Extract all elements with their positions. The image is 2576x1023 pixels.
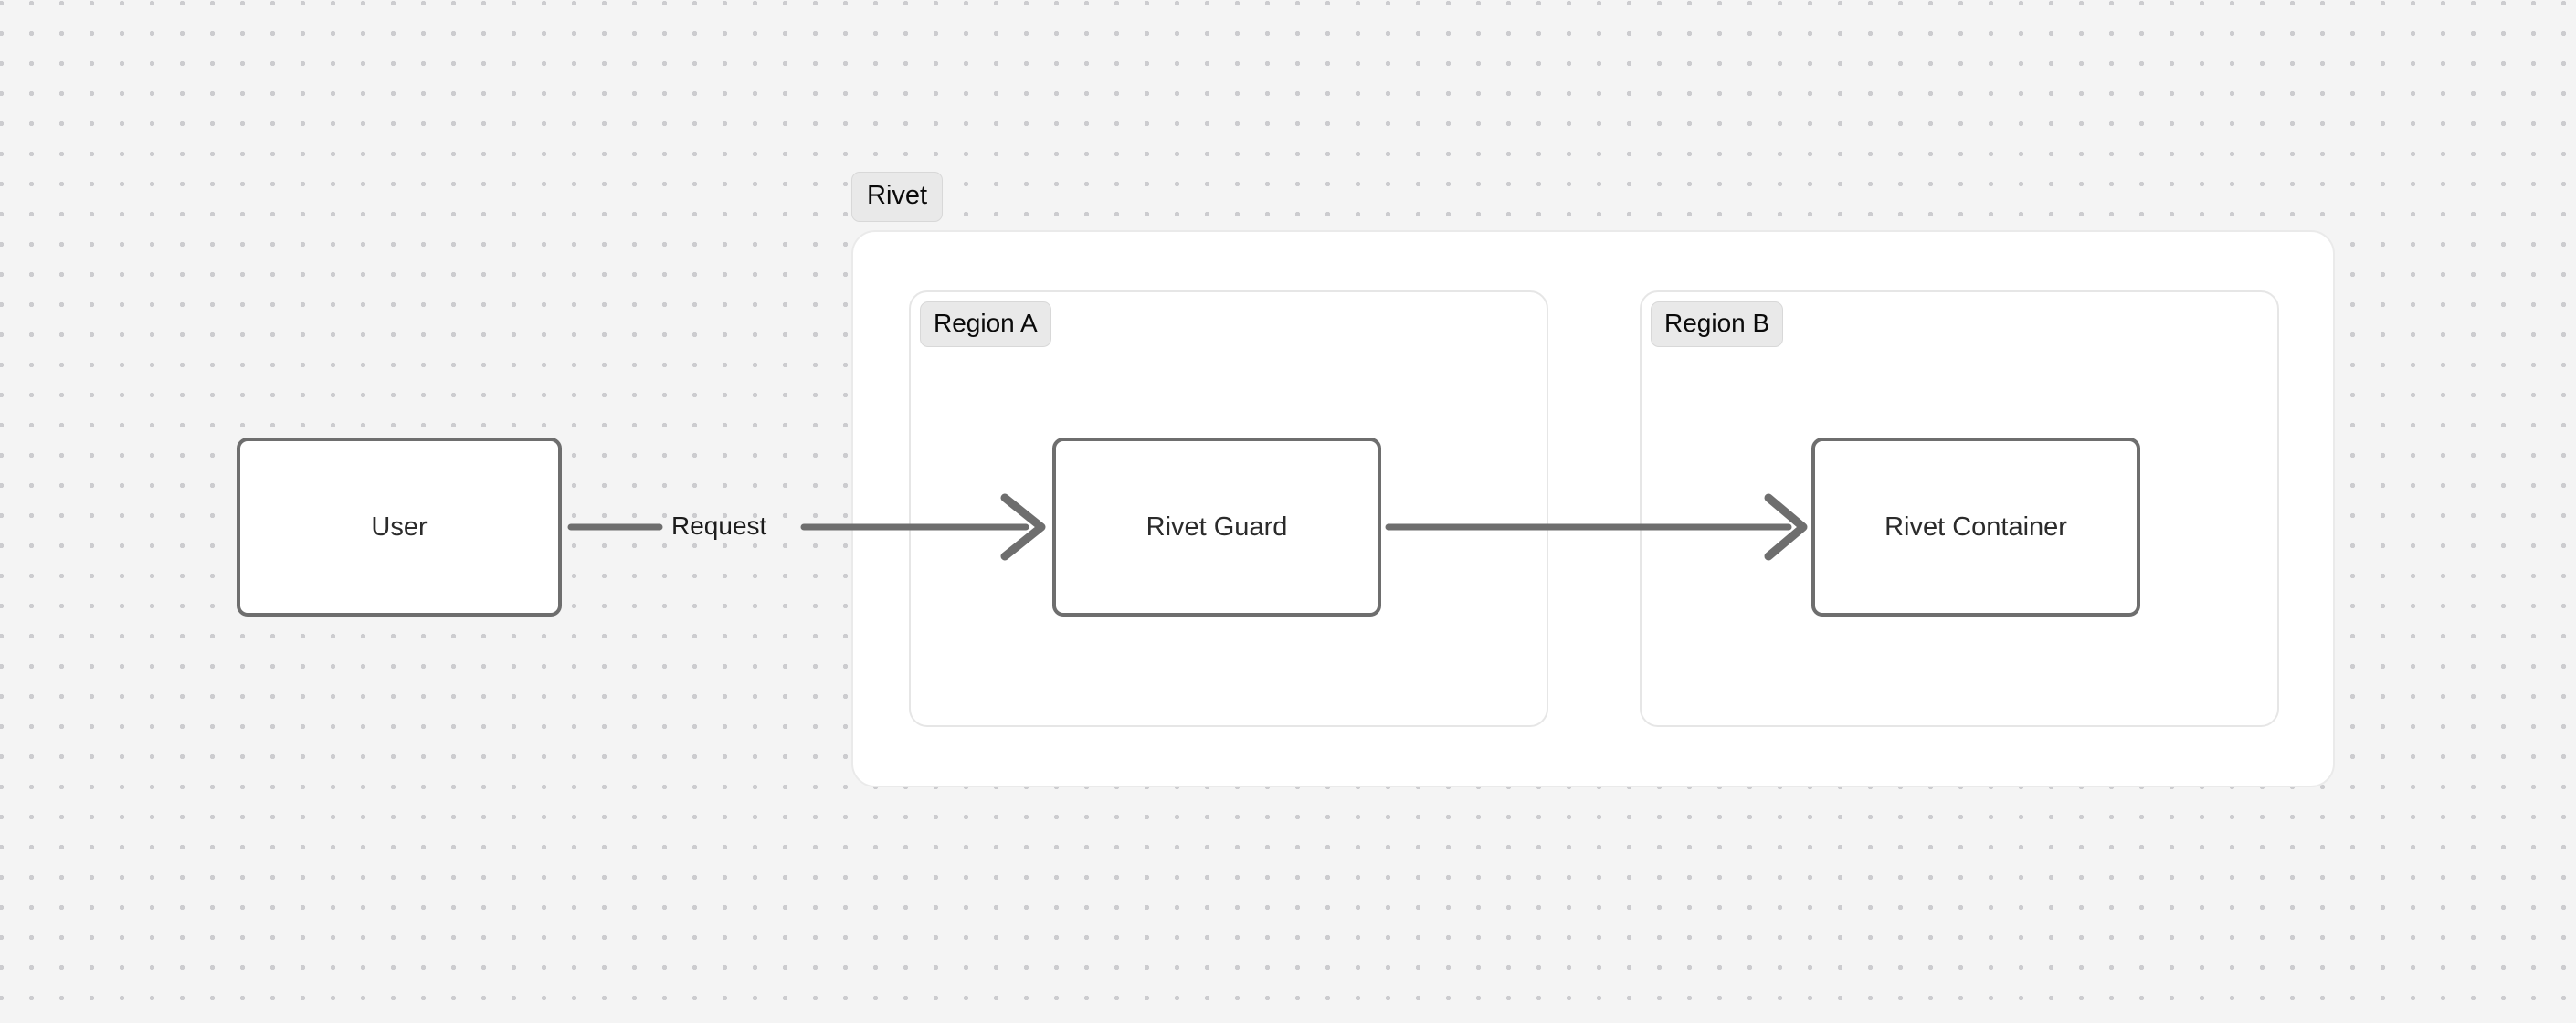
group-label-region-b[interactable]: Region B	[1651, 301, 1784, 347]
group-label-region-a[interactable]: Region A	[920, 301, 1051, 347]
node-rivet-guard[interactable]: Rivet Guard	[1052, 438, 1381, 617]
node-user[interactable]: User	[237, 438, 562, 617]
node-rivet-container[interactable]: Rivet Container	[1811, 438, 2140, 617]
edge-label-request[interactable]: Request	[671, 512, 767, 540]
group-label-rivet[interactable]: Rivet	[851, 172, 944, 222]
